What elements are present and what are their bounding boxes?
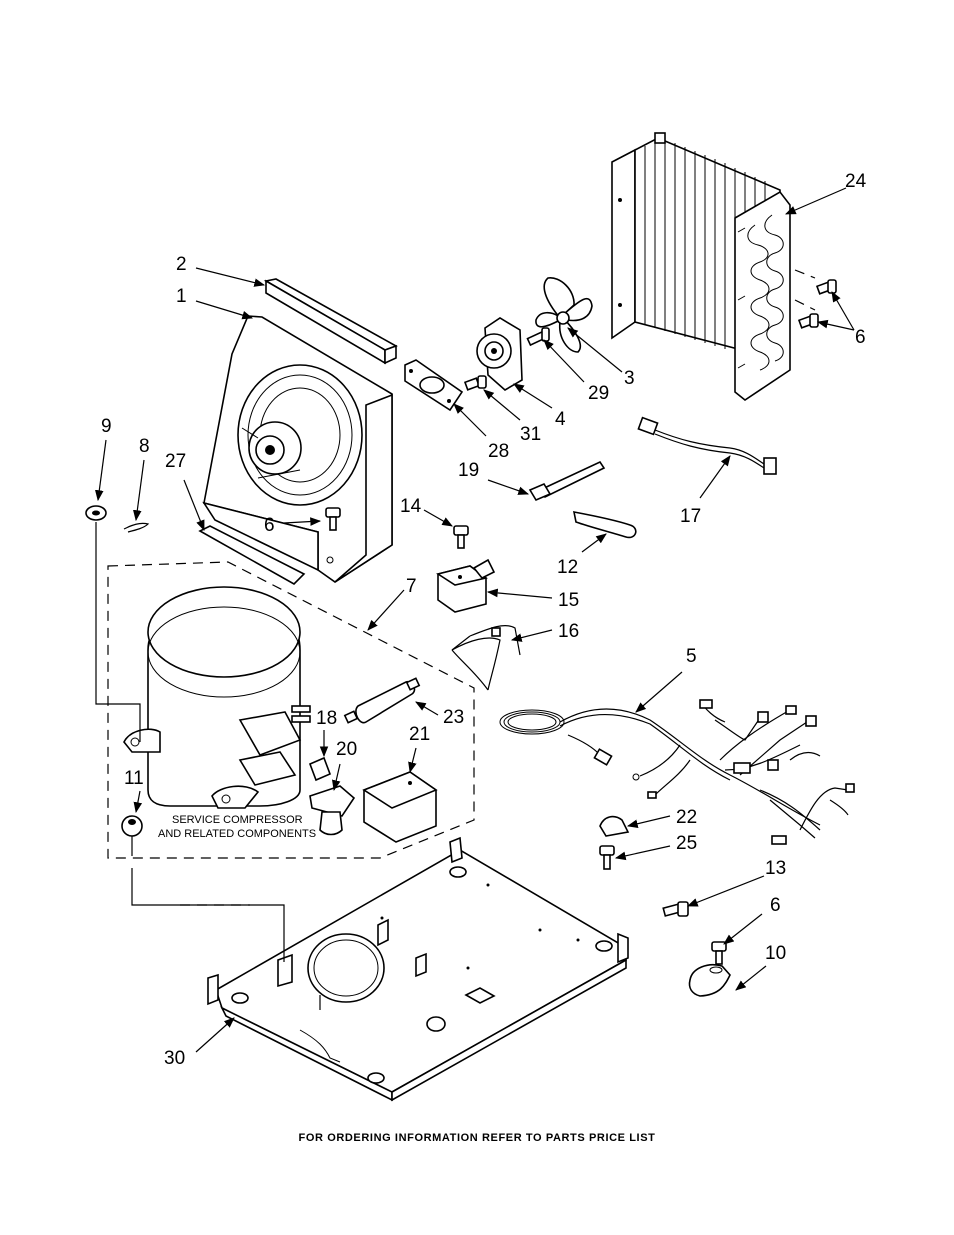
relay-screw	[453, 525, 469, 549]
wire-connector	[637, 416, 777, 475]
service-compressor-box	[107, 561, 475, 859]
callout-15: 15	[558, 590, 579, 611]
callout-22: 22	[676, 807, 697, 828]
compressor-grommet	[121, 815, 143, 837]
callout-13: 13	[765, 858, 786, 879]
clamp-screw	[711, 941, 727, 965]
callout-2: 2	[176, 254, 187, 275]
wire-harness	[499, 699, 855, 845]
fan-shroud	[202, 315, 393, 583]
callout-17: 17	[680, 506, 701, 527]
shroud-screw	[325, 507, 341, 531]
callout-5: 5	[686, 646, 697, 667]
callout-4: 4	[555, 409, 566, 430]
drain-tube	[572, 510, 637, 539]
callout-labels: 1 2 3 4 5 6 6 6 7 8 9 10 11 12 13 14 15 …	[101, 171, 867, 1069]
callout-20: 20	[336, 739, 357, 760]
insulation-strip	[198, 525, 306, 585]
callout-30: 30	[164, 1048, 185, 1069]
callout-28: 28	[488, 441, 509, 462]
cable-tie	[528, 460, 606, 502]
clip	[123, 522, 150, 533]
ordering-footer: FOR ORDERING INFORMATION REFER TO PARTS …	[299, 1132, 656, 1144]
grommet	[85, 505, 107, 521]
harness-clip	[599, 815, 630, 837]
condenser-screw	[794, 269, 837, 329]
callout-8: 8	[139, 436, 150, 457]
motor-mount-plate	[404, 359, 464, 412]
callout-6c: 6	[770, 895, 781, 916]
callout-10: 10	[765, 943, 786, 964]
service-note-line1: SERVICE COMPRESSOR	[172, 814, 303, 826]
overload	[308, 756, 332, 782]
start-relay	[309, 785, 356, 836]
base-plate	[207, 836, 629, 1102]
callout-7: 7	[406, 576, 417, 597]
relay-cover	[362, 771, 438, 843]
callout-23: 23	[443, 707, 464, 728]
callout-24: 24	[845, 171, 867, 192]
callout-25: 25	[676, 833, 697, 854]
callout-16: 16	[558, 621, 579, 642]
wire-bracket	[451, 624, 521, 691]
callout-27: 27	[165, 451, 186, 472]
callout-12: 12	[557, 557, 578, 578]
callout-9: 9	[101, 416, 112, 437]
callout-6b: 6	[855, 327, 866, 348]
callout-14: 14	[400, 496, 422, 517]
fan-motor	[476, 317, 523, 391]
callout-31: 31	[520, 424, 541, 445]
callout-19: 19	[458, 460, 479, 481]
gasket-strip	[263, 278, 398, 365]
clamp	[688, 964, 731, 997]
callout-18: 18	[316, 708, 337, 729]
compressor	[123, 586, 311, 809]
service-note: SERVICE COMPRESSOR AND RELATED COMPONENT…	[158, 814, 316, 840]
filter-drier	[343, 677, 421, 724]
callout-3: 3	[624, 368, 635, 389]
condenser	[611, 132, 791, 401]
alignment-lines	[95, 522, 285, 962]
clip-screw	[599, 845, 615, 870]
callout-6a: 6	[264, 515, 275, 536]
callout-1: 1	[176, 286, 187, 307]
callout-21: 21	[409, 724, 430, 745]
motor-screw	[463, 375, 487, 391]
leader-lines	[95, 187, 855, 1053]
base-screw	[662, 901, 689, 917]
relay	[436, 558, 496, 613]
callout-11: 11	[124, 768, 144, 789]
service-note-line2: AND RELATED COMPONENTS	[158, 828, 316, 840]
callout-29: 29	[588, 383, 609, 404]
